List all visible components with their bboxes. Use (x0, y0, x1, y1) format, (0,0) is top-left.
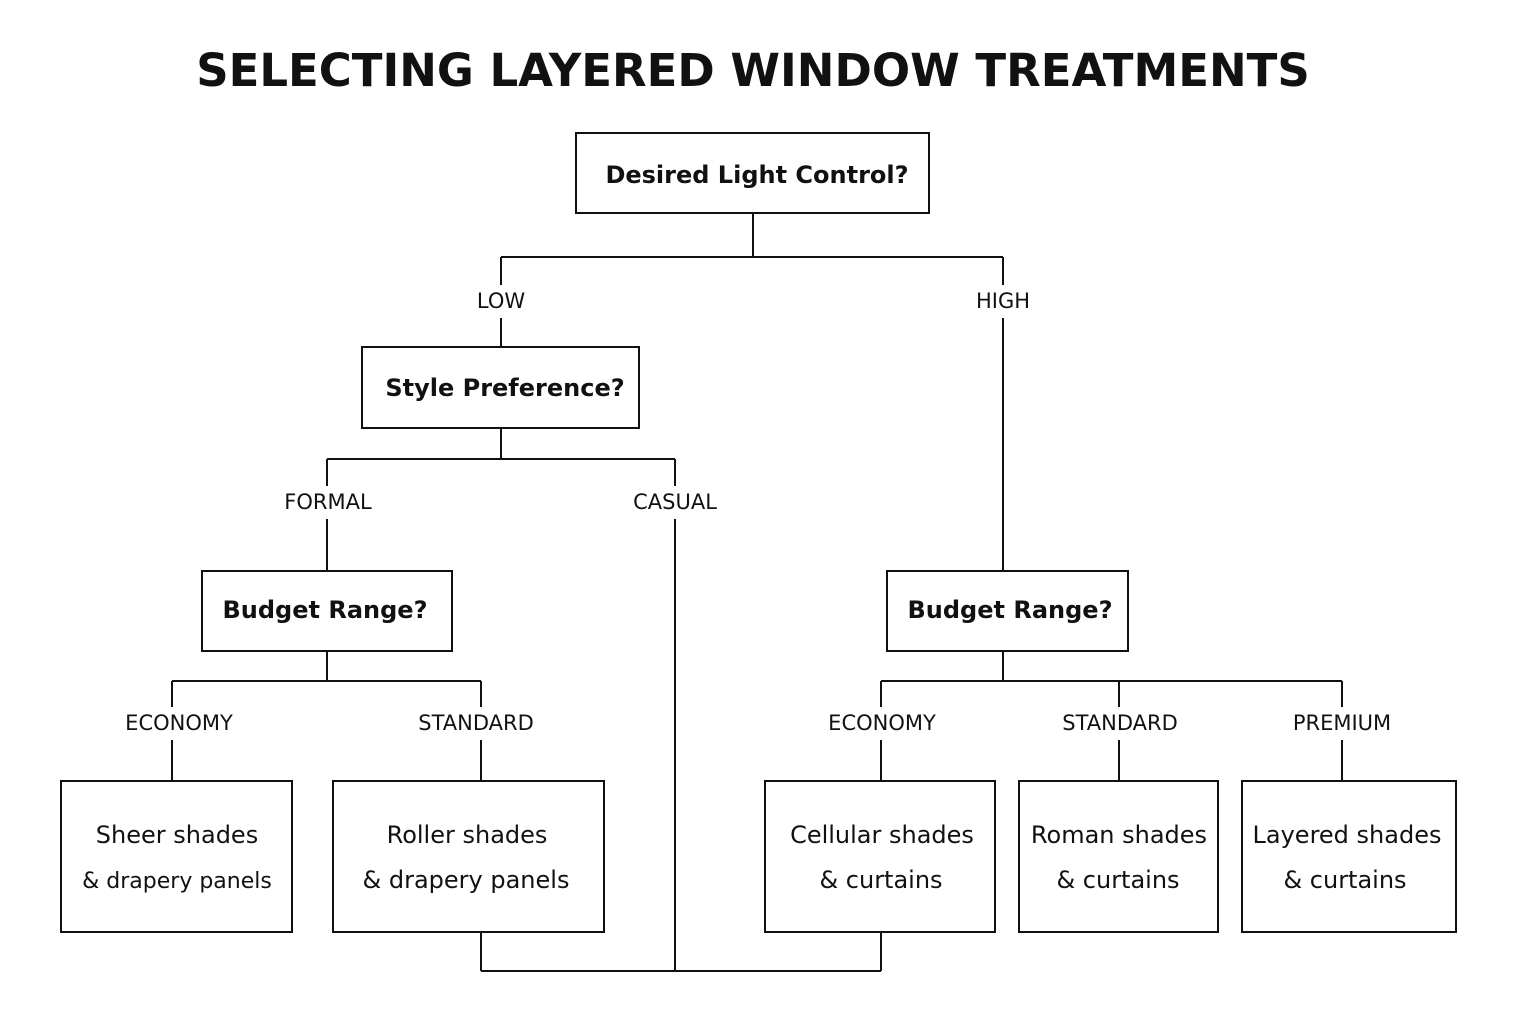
diagram-title: SELECTING LAYERED WINDOW TREATMENTS (196, 44, 1310, 97)
connector-high-budget-to-results (880, 740, 1343, 781)
branch-label-casual: CASUAL (633, 490, 717, 514)
question-text: Style Preference? (385, 374, 624, 402)
result-box (1018, 780, 1219, 933)
result-line-1: Cellular shades (790, 821, 974, 849)
connector-style-preference (326, 428, 676, 486)
result-line-2: & curtains (1283, 866, 1406, 894)
connector-formal-budget-to-results (171, 740, 482, 781)
branch-label-formal-standard: STANDARD (418, 711, 534, 735)
question-text: Budget Range? (908, 596, 1113, 624)
result-line-1: Layered shades (1253, 821, 1442, 849)
question-light-control: Desired Light Control? (575, 132, 930, 214)
result-line-2: & curtains (819, 866, 942, 894)
question-style-preference: Style Preference? (361, 346, 640, 429)
result-box (332, 780, 605, 933)
branch-label-low: LOW (477, 289, 525, 313)
result-sheer-shades: Sheer shades & drapery panels (60, 780, 293, 933)
result-roman-shades: Roman shades & curtains (1018, 780, 1219, 933)
question-budget-high: Budget Range? (886, 570, 1129, 652)
question-box (886, 570, 1129, 652)
result-roller-shades: Roller shades & drapery panels (332, 780, 605, 933)
question-box (361, 346, 640, 429)
connector-casual-to-results (480, 519, 882, 972)
result-cellular-shades: Cellular shades & curtains (764, 780, 996, 933)
branch-label-high-economy: ECONOMY (828, 711, 936, 735)
result-line-1: Roller shades (387, 821, 548, 849)
result-box (60, 780, 293, 933)
question-budget-formal: Budget Range? (201, 570, 453, 652)
result-line-2: & drapery panels (82, 869, 272, 894)
connector-budget-formal (171, 651, 482, 707)
result-line-2: & curtains (1056, 866, 1179, 894)
result-line-1: Sheer shades (96, 821, 258, 849)
branch-label-high-premium: PREMIUM (1293, 711, 1391, 735)
connector-light-control (500, 213, 1004, 285)
connectors (171, 213, 1343, 972)
question-box (575, 132, 930, 214)
question-text: Budget Range? (223, 596, 428, 624)
result-layered-shades: Layered shades & curtains (1241, 780, 1457, 933)
result-line-2: & drapery panels (363, 866, 570, 894)
result-box (764, 780, 996, 933)
result-line-1: Roman shades (1031, 821, 1207, 849)
branch-label-formal: FORMAL (284, 490, 372, 514)
question-text: Desired Light Control? (605, 161, 908, 189)
connector-budget-high (880, 651, 1343, 707)
branch-label-formal-economy: ECONOMY (125, 711, 233, 735)
result-box (1241, 780, 1457, 933)
branch-label-high: HIGH (976, 289, 1030, 313)
branch-label-high-standard: STANDARD (1062, 711, 1178, 735)
question-box (201, 570, 453, 652)
